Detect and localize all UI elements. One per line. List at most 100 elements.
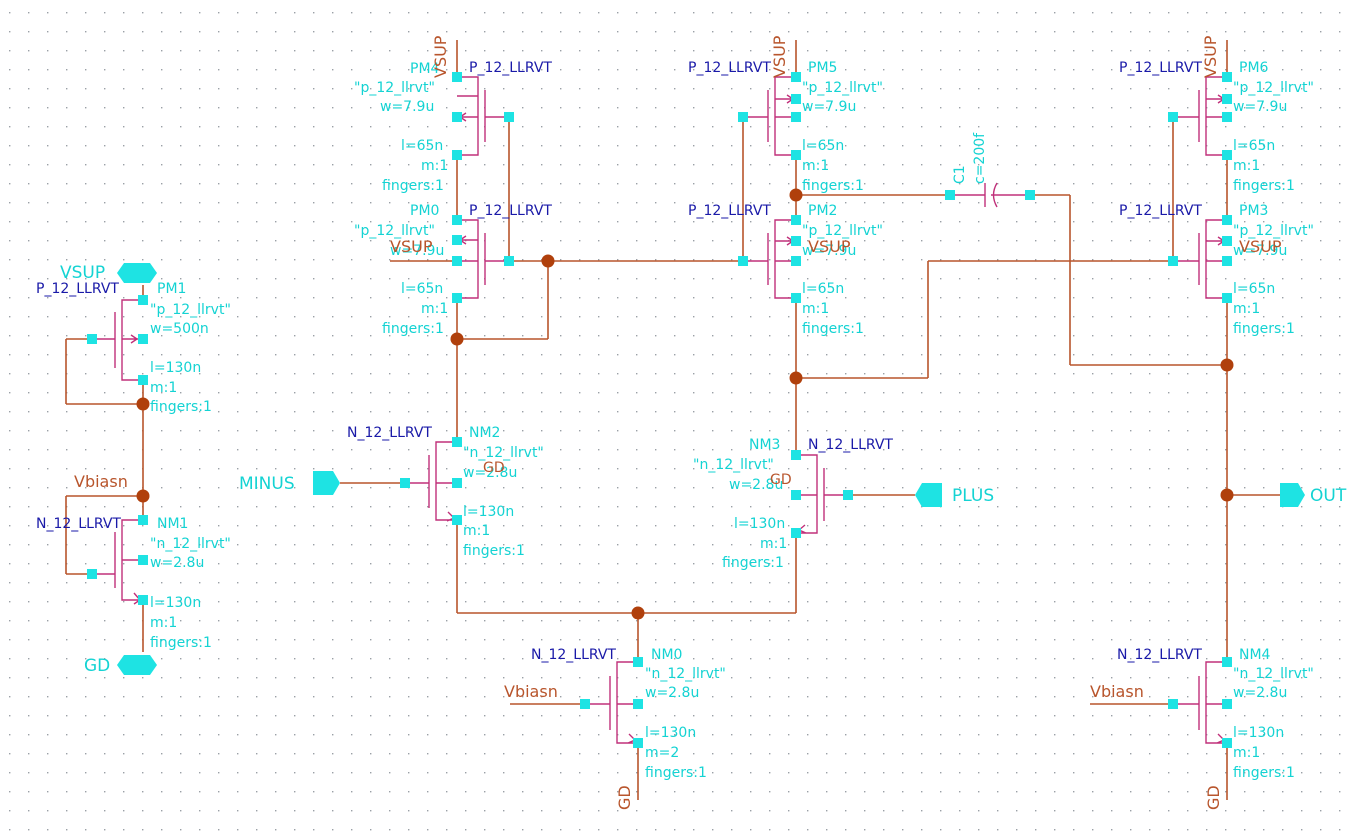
grid-dot — [1035, 316, 1037, 318]
grid-dot — [693, 297, 695, 299]
grid-dot — [1206, 69, 1208, 71]
grid-dot — [1282, 411, 1284, 413]
grid-dot — [218, 506, 220, 508]
grid-dot — [142, 69, 144, 71]
grid-dot — [332, 810, 334, 812]
grid-dot — [921, 582, 923, 584]
grid-dot — [104, 107, 106, 109]
grid-dot — [1016, 373, 1018, 375]
grid-dot — [1301, 639, 1303, 641]
grid-dot — [218, 772, 220, 774]
grid-dot — [446, 639, 448, 641]
grid-dot — [313, 430, 315, 432]
grid-dot — [1244, 772, 1246, 774]
grid-dot — [161, 525, 163, 527]
grid-dot — [1187, 449, 1189, 451]
grid-dot — [1111, 221, 1113, 223]
grid-dot — [541, 297, 543, 299]
grid-dot — [484, 12, 486, 14]
grid-dot — [256, 392, 258, 394]
grid-dot — [484, 791, 486, 793]
grid-dot — [47, 240, 49, 242]
grid-dot — [1016, 69, 1018, 71]
grid-dot — [1244, 620, 1246, 622]
grid-dot — [522, 620, 524, 622]
grid-dot — [389, 487, 391, 489]
grid-dot — [579, 677, 581, 679]
grid-dot — [1263, 183, 1265, 185]
grid-dot — [142, 50, 144, 52]
grid-dot — [408, 430, 410, 432]
grid-dot — [161, 810, 163, 812]
grid-dot — [845, 563, 847, 565]
grid-dot — [427, 620, 429, 622]
grid-dot — [408, 145, 410, 147]
grid-dot — [1282, 278, 1284, 280]
grid-dot — [579, 506, 581, 508]
grid-dot — [370, 12, 372, 14]
grid-dot — [180, 734, 182, 736]
grid-dot — [85, 563, 87, 565]
grid-dot — [997, 297, 999, 299]
grid-dot — [161, 373, 163, 375]
grid-dot — [560, 791, 562, 793]
grid-dot — [313, 544, 315, 546]
gd-net-label-nm2: GD — [483, 460, 505, 476]
grid-dot — [560, 772, 562, 774]
grid-dot — [275, 753, 277, 755]
grid-dot — [902, 183, 904, 185]
labels: P_12_LLRVT PM1 "p_12_llrvt" w=500n l=130… — [36, 35, 1347, 810]
grid-dot — [161, 734, 163, 736]
grid-dot — [1168, 164, 1170, 166]
pm6-w-label: w=7.9u — [1233, 99, 1287, 115]
grid-dot — [85, 525, 87, 527]
grid-dot — [845, 430, 847, 432]
grid-dot — [712, 50, 714, 52]
grid-dot — [940, 12, 942, 14]
grid-dot — [1016, 12, 1018, 14]
grid-dot — [807, 107, 809, 109]
grid-dot — [1301, 354, 1303, 356]
grid-dot — [294, 259, 296, 261]
grid-dot — [1092, 620, 1094, 622]
grid-dot — [1225, 506, 1227, 508]
grid-dot — [522, 468, 524, 470]
grid-dot — [427, 145, 429, 147]
grid-dot — [921, 316, 923, 318]
grid-dot — [180, 50, 182, 52]
grid-dot — [484, 164, 486, 166]
grid-dot — [275, 12, 277, 14]
grid-dot — [788, 525, 790, 527]
grid-dot — [503, 145, 505, 147]
grid-dot — [807, 335, 809, 337]
grid-dot — [66, 829, 68, 831]
grid-dot — [66, 791, 68, 793]
grid-dot — [446, 297, 448, 299]
nm1-cell-label: N_12_LLRVT — [36, 516, 121, 532]
grid-dot — [28, 620, 30, 622]
grid-dot — [541, 430, 543, 432]
junction-dot — [789, 188, 803, 202]
grid-dot — [1111, 126, 1113, 128]
grid-dot — [579, 297, 581, 299]
grid-dot — [28, 107, 30, 109]
grid-dot — [826, 829, 828, 831]
grid-dot — [313, 297, 315, 299]
grid-dot — [522, 240, 524, 242]
grid-dot — [332, 335, 334, 337]
grid-dot — [788, 259, 790, 261]
grid-dot — [1187, 202, 1189, 204]
grid-dot — [674, 107, 676, 109]
grid-dot — [427, 449, 429, 451]
grid-dot — [1130, 50, 1132, 52]
grid-dot — [66, 734, 68, 736]
grid-dot — [313, 354, 315, 356]
grid-dot — [1301, 658, 1303, 660]
grid-dot — [465, 791, 467, 793]
grid-dot — [28, 411, 30, 413]
grid-dot — [484, 297, 486, 299]
grid-dot — [826, 753, 828, 755]
grid-dot — [579, 753, 581, 755]
grid-dot — [883, 278, 885, 280]
grid-dot — [712, 107, 714, 109]
